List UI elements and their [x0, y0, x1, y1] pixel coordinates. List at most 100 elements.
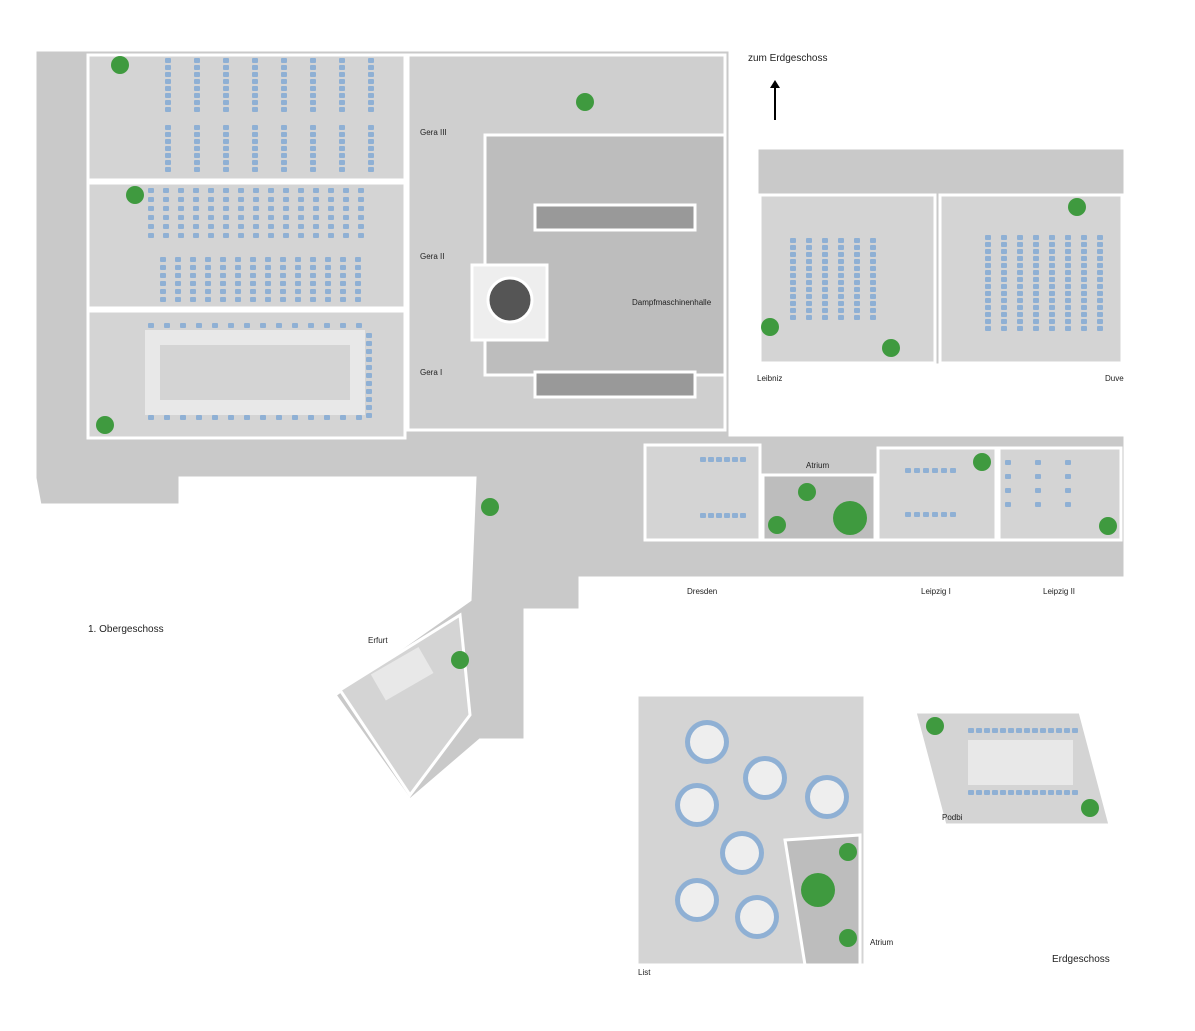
chair [985, 270, 991, 275]
chair [194, 132, 200, 137]
chair [1049, 326, 1055, 331]
chair [194, 93, 200, 98]
chair [870, 308, 876, 313]
chair [313, 224, 319, 229]
room-label-gera3[interactable]: Gera III [420, 128, 447, 137]
gera1-table-inner [160, 345, 350, 400]
chair [822, 252, 828, 257]
chair [298, 215, 304, 220]
chair [1097, 256, 1103, 261]
chair [822, 280, 828, 285]
room-label-atrium-ground[interactable]: Atrium [870, 938, 894, 947]
room-label-leipzig2[interactable]: Leipzig II [1043, 587, 1076, 596]
room-label-erfurt[interactable]: Erfurt [368, 636, 388, 645]
chair [1048, 790, 1054, 795]
chair [298, 224, 304, 229]
room-label-podbi[interactable]: Podbi [942, 813, 963, 822]
round-tables [675, 720, 849, 939]
chair [165, 107, 171, 112]
room-label-atrium-upper[interactable]: Atrium [806, 461, 830, 470]
chair [310, 58, 316, 63]
chair [339, 58, 345, 63]
chair [313, 215, 319, 220]
chair [268, 224, 274, 229]
chair [366, 405, 372, 410]
chair [281, 160, 287, 165]
chair [205, 297, 211, 302]
chair [308, 323, 314, 328]
room-label-gera2[interactable]: Gera II [420, 252, 445, 261]
chair [985, 242, 991, 247]
chair [208, 188, 214, 193]
chair [838, 315, 844, 320]
chair [1097, 235, 1103, 240]
chair [870, 301, 876, 306]
chair [205, 281, 211, 286]
chair [252, 132, 258, 137]
chair [280, 273, 286, 278]
plant-icon [839, 843, 857, 861]
room-label-dresden[interactable]: Dresden [687, 587, 718, 596]
chair [838, 238, 844, 243]
room-label-list[interactable]: List [638, 968, 651, 977]
chair [295, 281, 301, 286]
chair [148, 233, 154, 238]
chair [854, 245, 860, 250]
chair [196, 415, 202, 420]
chair [180, 415, 186, 420]
chair [339, 65, 345, 70]
chair [190, 281, 196, 286]
chair [295, 273, 301, 278]
room-label-leibniz[interactable]: Leibniz [757, 374, 783, 383]
chair [1049, 277, 1055, 282]
chair [252, 107, 258, 112]
chair [343, 233, 349, 238]
chair [806, 245, 812, 250]
round-table [748, 761, 782, 795]
chair [339, 100, 345, 105]
chair [1065, 256, 1071, 261]
chair [1033, 256, 1039, 261]
chair [235, 289, 241, 294]
chair [283, 206, 289, 211]
chair [1001, 249, 1007, 254]
chair [190, 265, 196, 270]
chair [283, 215, 289, 220]
chair [165, 146, 171, 151]
plant-icon [768, 516, 786, 534]
round-table [680, 883, 714, 917]
chair [281, 58, 287, 63]
plant-icon [798, 483, 816, 501]
room-label-steam-hall[interactable]: Dampfmaschinenhalle [632, 298, 712, 307]
chair [1033, 242, 1039, 247]
chair [223, 188, 229, 193]
chair [238, 233, 244, 238]
chair [148, 206, 154, 211]
plant-icon [1068, 198, 1086, 216]
chair [366, 397, 372, 402]
chair [223, 132, 229, 137]
chair [163, 215, 169, 220]
room-label-leipzig1[interactable]: Leipzig I [921, 587, 951, 596]
room-gera2 [86, 181, 407, 310]
chair [1049, 284, 1055, 289]
chair [1065, 284, 1071, 289]
chair [870, 280, 876, 285]
room-label-duve[interactable]: Duve [1105, 374, 1124, 383]
chair [806, 301, 812, 306]
chair [281, 93, 287, 98]
chair [212, 415, 218, 420]
chair [1065, 312, 1071, 317]
steam-engine-top [533, 203, 697, 232]
chair [223, 86, 229, 91]
chair [366, 373, 372, 378]
chair [340, 265, 346, 270]
room-label-gera1[interactable]: Gera I [420, 368, 443, 377]
chair [220, 273, 226, 278]
chair [194, 72, 200, 77]
podbi-table [968, 740, 1073, 785]
chair [838, 301, 844, 306]
to-ground-floor-link[interactable]: zum Erdgeschoss [748, 53, 828, 64]
chair [368, 107, 374, 112]
chair [1081, 270, 1087, 275]
